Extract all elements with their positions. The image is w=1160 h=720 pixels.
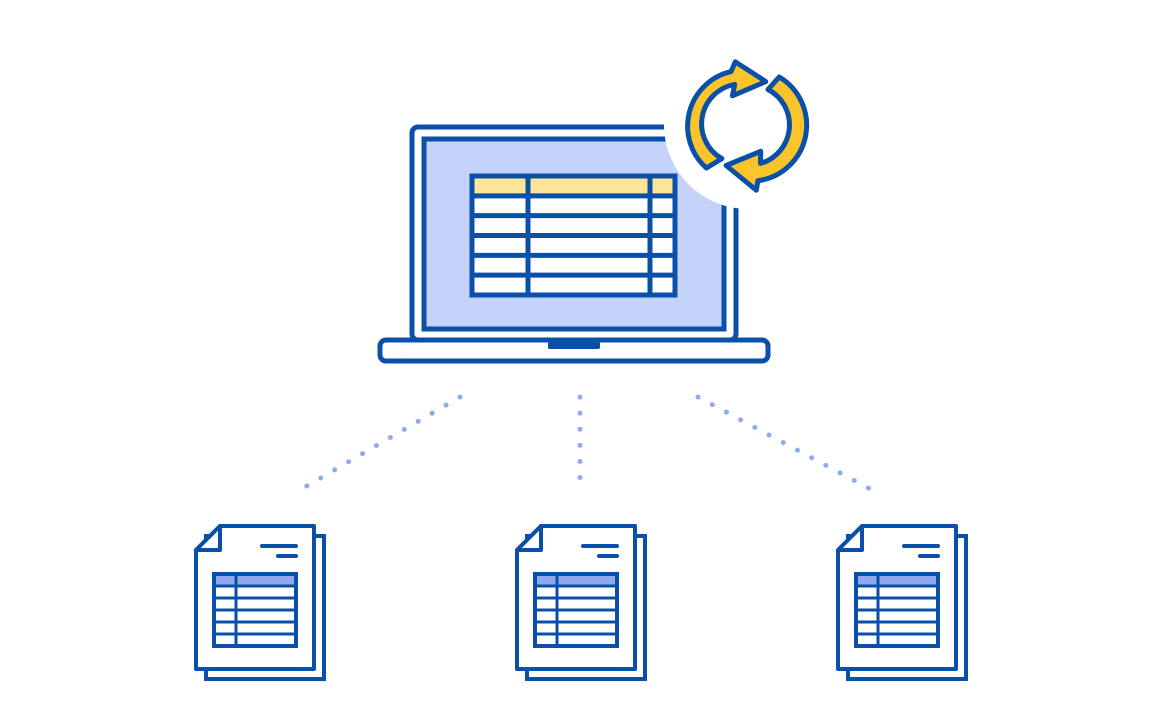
- document-table-border: [854, 572, 940, 648]
- sync-arrows-icon: [685, 59, 810, 193]
- document-fold: [836, 524, 864, 552]
- spreadsheet-document-icon: [194, 524, 326, 681]
- laptop-spreadsheet-icon: [377, 124, 771, 364]
- spreadsheet-document-icon: [515, 524, 647, 681]
- document-fold: [515, 524, 543, 552]
- spreadsheet-table: [469, 173, 678, 298]
- child-documents: [194, 524, 968, 681]
- sync-arrow-bottom: [723, 74, 810, 193]
- table-header-row: [472, 176, 675, 196]
- laptop-trackpad-notch: [548, 342, 600, 349]
- connector-right: [695, 394, 875, 493]
- laptop-base: [377, 337, 771, 364]
- sync-badge: [664, 41, 832, 209]
- sync-arrow-top: [685, 59, 769, 171]
- document-fold: [194, 524, 222, 552]
- connectors: [297, 394, 875, 493]
- document-table-border: [533, 572, 619, 648]
- document-table-border: [212, 572, 298, 648]
- connector-left: [297, 394, 463, 493]
- spreadsheet-document-icon: [836, 524, 968, 681]
- table-border: [469, 173, 678, 298]
